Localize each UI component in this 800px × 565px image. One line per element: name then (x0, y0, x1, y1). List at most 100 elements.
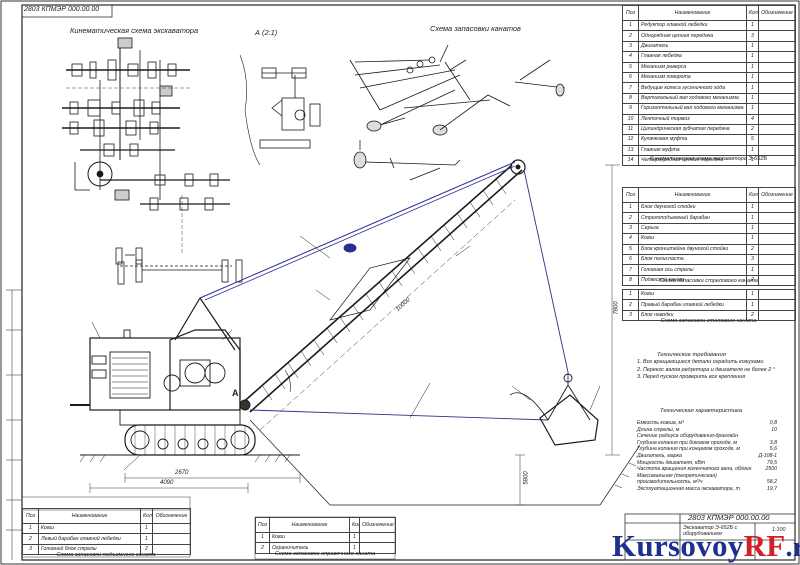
table-header-cell: Наименование (638, 187, 747, 203)
characteristic-value: 19,7 (766, 485, 777, 492)
table-cell: 1 (746, 222, 759, 235)
characteristic-label: Двигатель, марка (637, 452, 682, 459)
table-cell: 1 (746, 61, 759, 73)
table-cell: Блок полиспаста (638, 253, 747, 266)
characteristic-value: 79,5 (766, 459, 777, 466)
table-cell (359, 542, 396, 554)
characteristic-value: 0,8 (769, 420, 777, 426)
table-cell (758, 253, 796, 266)
table-cell (758, 19, 796, 32)
characteristic-value: 3,8 (769, 439, 777, 446)
table-cell (758, 113, 796, 125)
table-cell: Горизонтальный вал ходового механизма (638, 103, 747, 115)
table-cell (758, 134, 796, 146)
characteristic-item: Сечение радиуса оборудования-драглайн (637, 433, 777, 440)
table-cell: 1 (622, 19, 639, 32)
title-block-code: 2803 КПМЭР 000.00.00 (688, 513, 770, 522)
table-cell: 1 (746, 82, 759, 94)
table-cell: 7 (622, 264, 639, 276)
table-cell: Вертикальный вал ходового механизма (638, 92, 747, 105)
lifting-rope-table-caption: Схема запасовки подъемного каната (56, 552, 156, 558)
table-header-cell: Поз (622, 187, 639, 203)
tech-requirements-list: 1. Все вращающиеся детали оградить кожух… (637, 359, 775, 381)
table-cell: Правый барабан главной лебедки (638, 299, 747, 311)
table-cell (152, 543, 191, 556)
table-cell: 1 (746, 71, 759, 84)
tech-requirements-title: Технические требования (657, 352, 726, 358)
table-cell: Механизм реверса (638, 61, 747, 73)
table-header-cell: Поз (622, 5, 639, 21)
table-cell (758, 71, 796, 84)
table-cell: 2 (746, 243, 759, 255)
table-cell (758, 274, 796, 287)
characteristic-item: Частота вращения коленчатого вала, об/ми… (637, 466, 777, 473)
table-cell: Ленточный тормоз (638, 113, 747, 125)
kinematic-scheme (62, 37, 243, 285)
table-cell (758, 92, 796, 105)
table-cell: Стрелоподъемный барабан (638, 212, 747, 224)
table-cell: Однорядная цепная передача (638, 30, 747, 42)
table-cell: 2 (622, 30, 639, 42)
requirement-item: 2. Перекос валов редуктора и двигателя н… (637, 366, 775, 373)
table-cell (758, 40, 796, 53)
characteristic-label: Частота вращения коленчатого вала, об/ми… (637, 466, 752, 473)
table-cell: Редуктор главной лебедки (638, 19, 747, 32)
table-header-cell: Кол (349, 517, 360, 533)
table-cell: 1 (746, 103, 759, 115)
table-cell (758, 288, 796, 301)
table-cell: 5 (746, 134, 759, 146)
table-header-cell: Обозначение (359, 517, 396, 533)
table-cell: 1 (746, 233, 759, 245)
table-cell: 1 (140, 533, 153, 545)
view-a-detail (239, 54, 321, 166)
table-cell: Блок двуногой стойки (638, 201, 747, 214)
table-cell (758, 61, 796, 73)
table-cell: 1 (746, 201, 759, 214)
dimension-5800: 5800 (523, 471, 530, 485)
characteristic-label: Глубина копания при концевом проходе, м (637, 446, 740, 453)
characteristic-value: 10 (771, 426, 777, 433)
table-cell: Главная муфта (638, 144, 747, 157)
table-header-cell: Кол (140, 508, 153, 524)
table-cell: 1 (349, 531, 360, 544)
table-cell (758, 30, 796, 42)
table-header-cell: Кол (746, 187, 759, 203)
table-cell (758, 264, 796, 276)
table-cell: 5 (622, 243, 639, 255)
table-cell (152, 522, 191, 535)
table-cell (758, 243, 796, 255)
characteristic-label: Сечение радиуса оборудования-драглайн (637, 433, 739, 440)
dimension-4090: 4090 (160, 480, 174, 486)
table-header-cell: Наименование (269, 517, 350, 533)
logo-part-2: RF (743, 528, 786, 563)
table-cell: 3 (622, 222, 639, 235)
logo-part-1: Kursovoy (612, 528, 744, 563)
